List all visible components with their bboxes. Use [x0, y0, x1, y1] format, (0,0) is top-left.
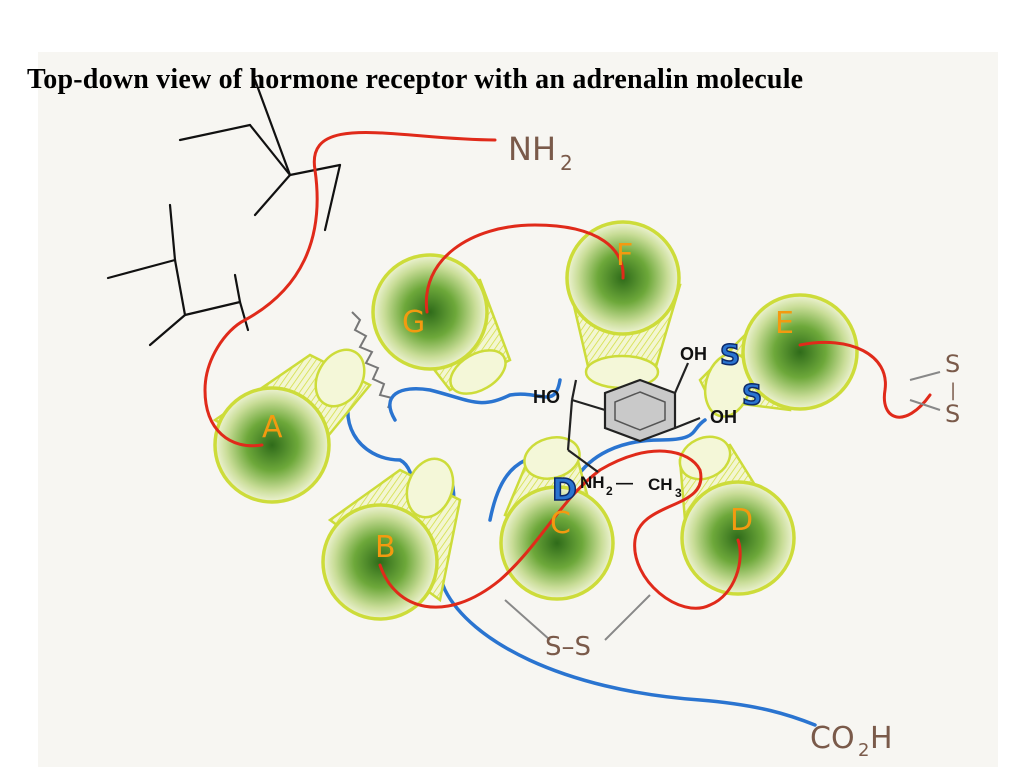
n-terminus: NH 2 — [508, 130, 573, 175]
svg-text:S: S — [945, 350, 960, 378]
svg-text:2: 2 — [858, 740, 869, 761]
svg-text:—: — — [616, 473, 633, 492]
page-title: Top-down view of hormone receptor with a… — [27, 64, 804, 95]
branch-structure — [106, 78, 342, 347]
zigzag-chain — [351, 311, 394, 409]
disulfide-label-right: S | S — [945, 350, 960, 428]
helix-B — [321, 457, 462, 621]
svg-text:3: 3 — [675, 486, 682, 500]
oh-top-label: OH — [680, 344, 707, 364]
scanned-page-background — [38, 52, 998, 767]
svg-text:CO: CO — [810, 721, 855, 756]
helix-label-f: F — [616, 238, 633, 273]
svg-text:2: 2 — [606, 484, 613, 498]
c-terminus: CO 2 H — [810, 721, 893, 761]
helix-C — [499, 436, 615, 601]
ch-label: CH — [648, 475, 673, 494]
disulfide-bonds — [504, 371, 941, 641]
serine-s-top: S — [720, 338, 740, 371]
helix-A — [212, 348, 372, 504]
svg-text:2: 2 — [560, 151, 573, 175]
helix-label-g: G — [402, 305, 425, 340]
helix-label-c: C — [550, 506, 571, 541]
ho-label: HO — [533, 387, 560, 407]
nh-label: NH — [580, 473, 605, 492]
adrenalin-skeleton — [566, 362, 701, 473]
svg-text:H: H — [870, 721, 893, 756]
disulfide-label-bottom: S–S — [545, 632, 591, 662]
adrenalin-labels: HO OH OH NH 2 — CH 3 — [533, 344, 737, 500]
helix-labels: A B C D E F G — [262, 238, 794, 565]
serine-s-bottom: S — [742, 378, 762, 411]
svg-text:NH: NH — [508, 130, 556, 168]
helix-label-d: D — [730, 503, 753, 538]
helix-D — [678, 435, 796, 596]
red-loops — [203, 131, 932, 610]
helix-E — [698, 293, 859, 418]
d-binding-label: D — [552, 473, 577, 508]
svg-text:|: | — [950, 380, 956, 401]
helix-label-a: A — [262, 410, 283, 445]
helix-label-e: E — [775, 306, 794, 341]
oh-bottom-label: OH — [710, 407, 737, 427]
helix-label-b: B — [375, 530, 396, 565]
helix-G — [371, 253, 512, 395]
svg-text:S: S — [945, 400, 960, 428]
